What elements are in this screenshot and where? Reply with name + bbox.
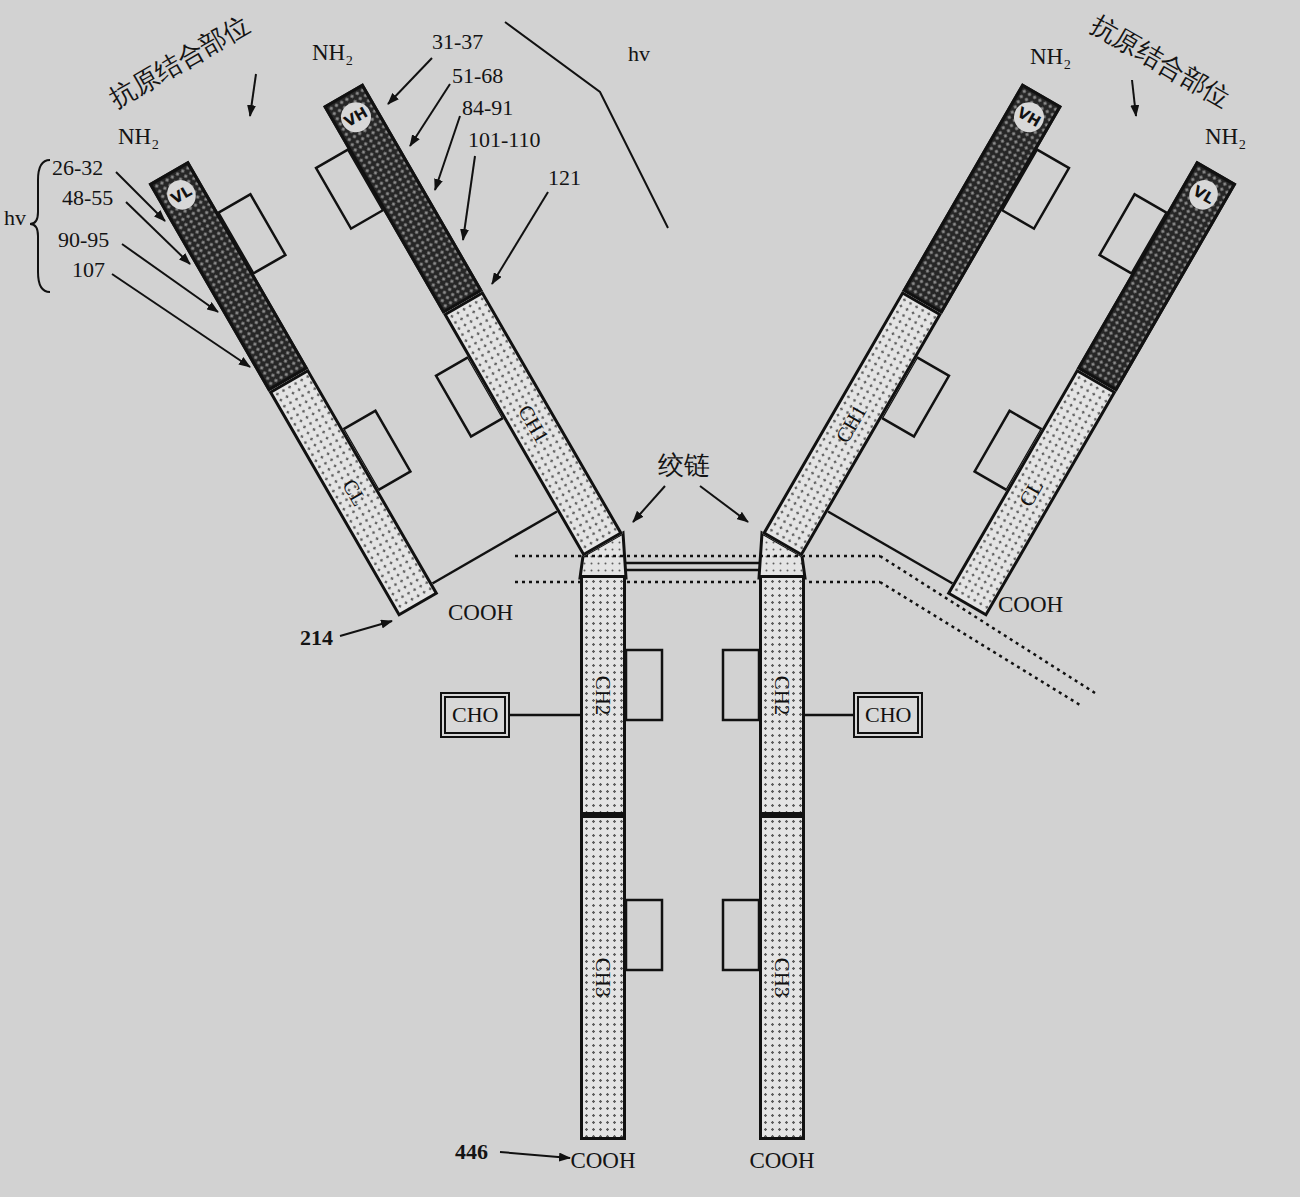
domain-label: CH2 <box>770 675 795 715</box>
domain-label: CH1 <box>831 400 872 447</box>
terminus-label: COOH <box>998 592 1063 617</box>
domain-label: CH3 <box>770 958 795 998</box>
carbohydrate-box: CHO <box>853 692 923 738</box>
terminus-label: NH₂ <box>1030 44 1071 69</box>
residue-number: 101-110 <box>468 128 541 152</box>
glycan-link <box>510 714 580 717</box>
residue-number: 90-95 <box>58 228 109 252</box>
constant-domain: CH2 <box>759 575 805 815</box>
region-label: 绞链 <box>658 452 710 481</box>
domain-label: VL <box>162 175 201 215</box>
terminus-label: NH₂ <box>312 40 353 65</box>
terminus-label: NH₂ <box>118 124 159 149</box>
residue-number: 214 <box>300 626 333 650</box>
domain-label: CH3 <box>591 958 616 998</box>
domain-label: CH1 <box>512 400 553 447</box>
residue-number: 51-68 <box>452 64 503 88</box>
variable-domain: VH <box>902 83 1062 314</box>
constant-domain: CH1 <box>443 291 623 556</box>
region-label: 抗原结合部位 <box>1085 11 1234 114</box>
domain-label: VH <box>335 97 376 138</box>
variable-domain: VL <box>149 161 309 392</box>
residue-number: 84-91 <box>462 96 513 120</box>
terminus-label: COOH <box>570 1148 635 1173</box>
variable-domain: VH <box>323 83 483 314</box>
residue-number: 31-37 <box>432 30 483 54</box>
carbohydrate-label: CHO <box>452 702 498 728</box>
constant-domain: CH3 <box>580 815 626 1140</box>
domain-label: VL <box>1184 175 1223 215</box>
residue-number: 107 <box>72 258 105 282</box>
glycan-link <box>805 714 853 717</box>
carbohydrate-label: CHO <box>865 702 911 728</box>
residue-number: hv <box>628 42 650 66</box>
terminus-label: NH₂ <box>1205 124 1246 149</box>
residue-number: 26-32 <box>52 156 103 180</box>
residue-number: 48-55 <box>62 186 113 210</box>
domain-label: VH <box>1008 97 1049 138</box>
terminus-label: COOH <box>749 1148 814 1173</box>
domain-label: CH2 <box>591 675 616 715</box>
region-label: 抗原结合部位 <box>105 11 254 114</box>
residue-number: 121 <box>548 166 581 190</box>
constant-domain: CH3 <box>759 815 805 1140</box>
carbohydrate-box: CHO <box>440 692 510 738</box>
residue-number: hv <box>4 206 26 230</box>
constant-domain: CH1 <box>762 291 942 556</box>
domain-label: CL <box>1014 475 1049 511</box>
terminus-label: COOH <box>448 600 513 625</box>
domain-label: CL <box>336 475 371 511</box>
constant-domain: CL <box>269 369 439 617</box>
constant-domain: CH2 <box>580 575 626 815</box>
variable-domain: VL <box>1077 161 1237 392</box>
residue-number: 446 <box>455 1140 488 1164</box>
constant-domain: CL <box>947 369 1117 617</box>
